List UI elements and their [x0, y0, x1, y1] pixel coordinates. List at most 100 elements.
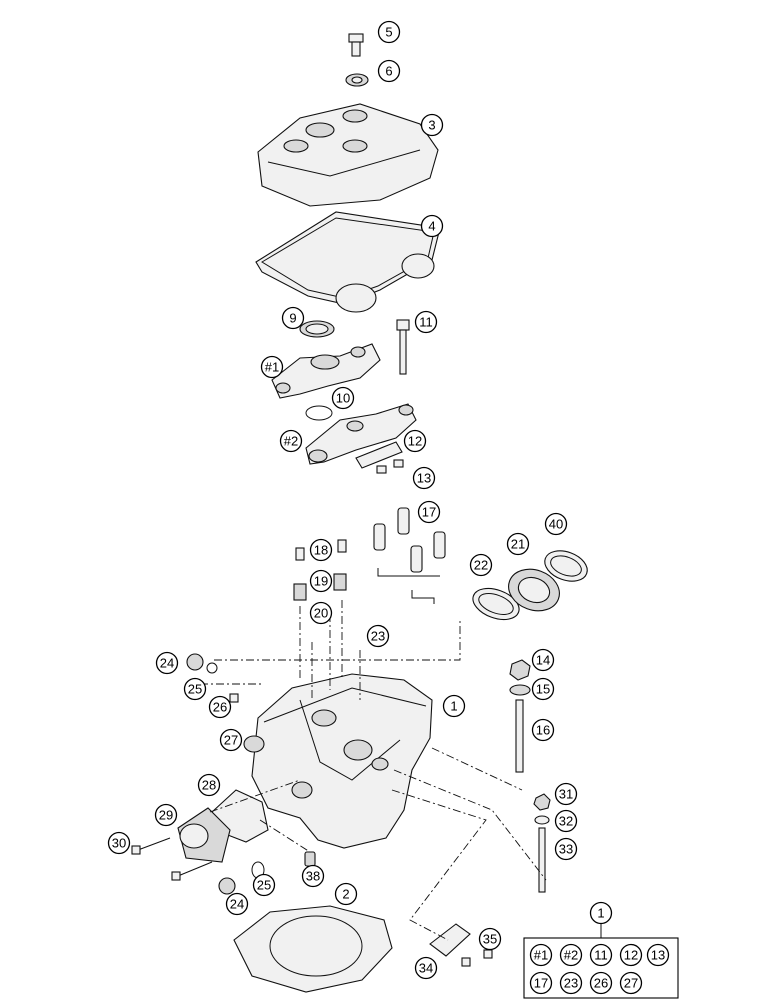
part-11-bolt — [396, 319, 410, 375]
callout-label: #1 — [265, 360, 279, 375]
callout-label: 30 — [112, 836, 126, 851]
callout-circle — [442, 694, 466, 718]
callout-circle — [309, 569, 333, 593]
callout-18: 18 — [309, 538, 333, 562]
kit-item: 11 — [589, 943, 613, 967]
callout-circle — [183, 677, 207, 701]
callout-11: 11 — [414, 310, 438, 334]
kit-item-label: 13 — [651, 948, 665, 963]
callout-circle — [252, 873, 276, 897]
callout-circle — [420, 113, 444, 137]
callout-circle — [309, 538, 333, 562]
callout-40: 40 — [544, 512, 568, 536]
callout-circle — [554, 809, 578, 833]
callout-circle — [544, 512, 568, 536]
callout-bridge-1: #1 — [260, 355, 284, 379]
callout-circle — [260, 355, 284, 379]
callout-label: 24 — [230, 897, 244, 912]
callout-bridge-2: #2 — [279, 429, 303, 453]
callout-17: 17 — [417, 500, 441, 524]
callout-circle — [154, 803, 178, 827]
callout-label: 33 — [559, 842, 573, 857]
callout-label: 4 — [428, 219, 435, 234]
callout-circle — [197, 773, 221, 797]
callout-circle — [219, 728, 243, 752]
callout-label: 38 — [306, 869, 320, 884]
part-1-cylinder-head — [251, 673, 433, 849]
part-3-valve-cover — [257, 103, 439, 207]
callout-label: 26 — [213, 700, 227, 715]
part-14-16-stud — [509, 659, 531, 773]
callout-label: 17 — [422, 505, 436, 520]
kit-item: #2 — [559, 943, 583, 967]
callout-33: 33 — [554, 837, 578, 861]
kit-item-circle — [529, 971, 553, 995]
callout-label: 3 — [428, 118, 435, 133]
callout-circle — [412, 466, 436, 490]
part-21-flange — [508, 568, 560, 612]
callout-1: 1 — [442, 694, 466, 718]
part-1-cam-bridge — [271, 343, 381, 399]
callout-circle — [417, 500, 441, 524]
callout-label: 23 — [371, 629, 385, 644]
kit-item-label: 12 — [624, 948, 638, 963]
callout-23: 23 — [366, 624, 390, 648]
callout-circle — [414, 956, 438, 980]
callout-31: 31 — [554, 782, 578, 806]
part-40-clamp — [544, 550, 588, 582]
kit-item-label: 23 — [564, 976, 578, 991]
kit-item-label: 27 — [624, 976, 638, 991]
kit-item: #1 — [529, 943, 553, 967]
callout-22: 22 — [469, 553, 493, 577]
part-24-plugs — [186, 653, 236, 895]
kit-item-label: 17 — [534, 976, 548, 991]
callout-circle — [309, 601, 333, 625]
callout-circle — [554, 837, 578, 861]
callout-circle — [155, 651, 179, 675]
callout-circle — [420, 214, 444, 238]
callout-30: 30 — [107, 831, 131, 855]
callout-label: 15 — [536, 682, 550, 697]
callout-label: 18 — [314, 543, 328, 558]
callout-24: 24 — [225, 892, 249, 916]
callout-label: 12 — [408, 434, 422, 449]
callout-label: #2 — [284, 434, 298, 449]
kit-item: 23 — [559, 971, 583, 995]
part-22-clamp — [472, 587, 520, 621]
assembly-lines — [200, 600, 547, 941]
callout-20: 20 — [309, 601, 333, 625]
callout-circle — [506, 532, 530, 556]
callout-12: 12 — [403, 429, 427, 453]
callout-38: 38 — [301, 864, 325, 888]
kit-item-circle — [559, 943, 583, 967]
callout-label: 9 — [289, 311, 296, 326]
callout-14: 14 — [531, 648, 555, 672]
callout-19: 19 — [309, 569, 333, 593]
callout-label: 35 — [483, 932, 497, 947]
part-30-bolts — [131, 837, 213, 881]
callout-35: 35 — [478, 927, 502, 951]
callout-circle — [554, 782, 578, 806]
part-2-cam-bridge — [305, 403, 417, 465]
part-38-plug — [304, 851, 316, 867]
kit-item-label: #2 — [564, 948, 578, 963]
kit-item: 13 — [646, 943, 670, 967]
callout-10: 10 — [331, 386, 355, 410]
callout-5: 5 — [377, 20, 401, 44]
callout-label: 28 — [202, 778, 216, 793]
callout-circle — [281, 306, 305, 330]
callout-9: 9 — [281, 306, 305, 330]
part-12-plate — [355, 441, 403, 469]
callout-26: 26 — [208, 695, 232, 719]
callout-label: 6 — [385, 64, 392, 79]
callout-label: 2 — [342, 887, 349, 902]
callout-3: 3 — [420, 113, 444, 137]
callout-circle — [531, 677, 555, 701]
callout-label: 40 — [549, 517, 563, 532]
callout-circle — [208, 695, 232, 719]
callout-label: 11 — [419, 315, 433, 330]
kit-item-circle — [529, 943, 553, 967]
callout-label: 20 — [314, 606, 328, 621]
kit-item-circle — [559, 971, 583, 995]
